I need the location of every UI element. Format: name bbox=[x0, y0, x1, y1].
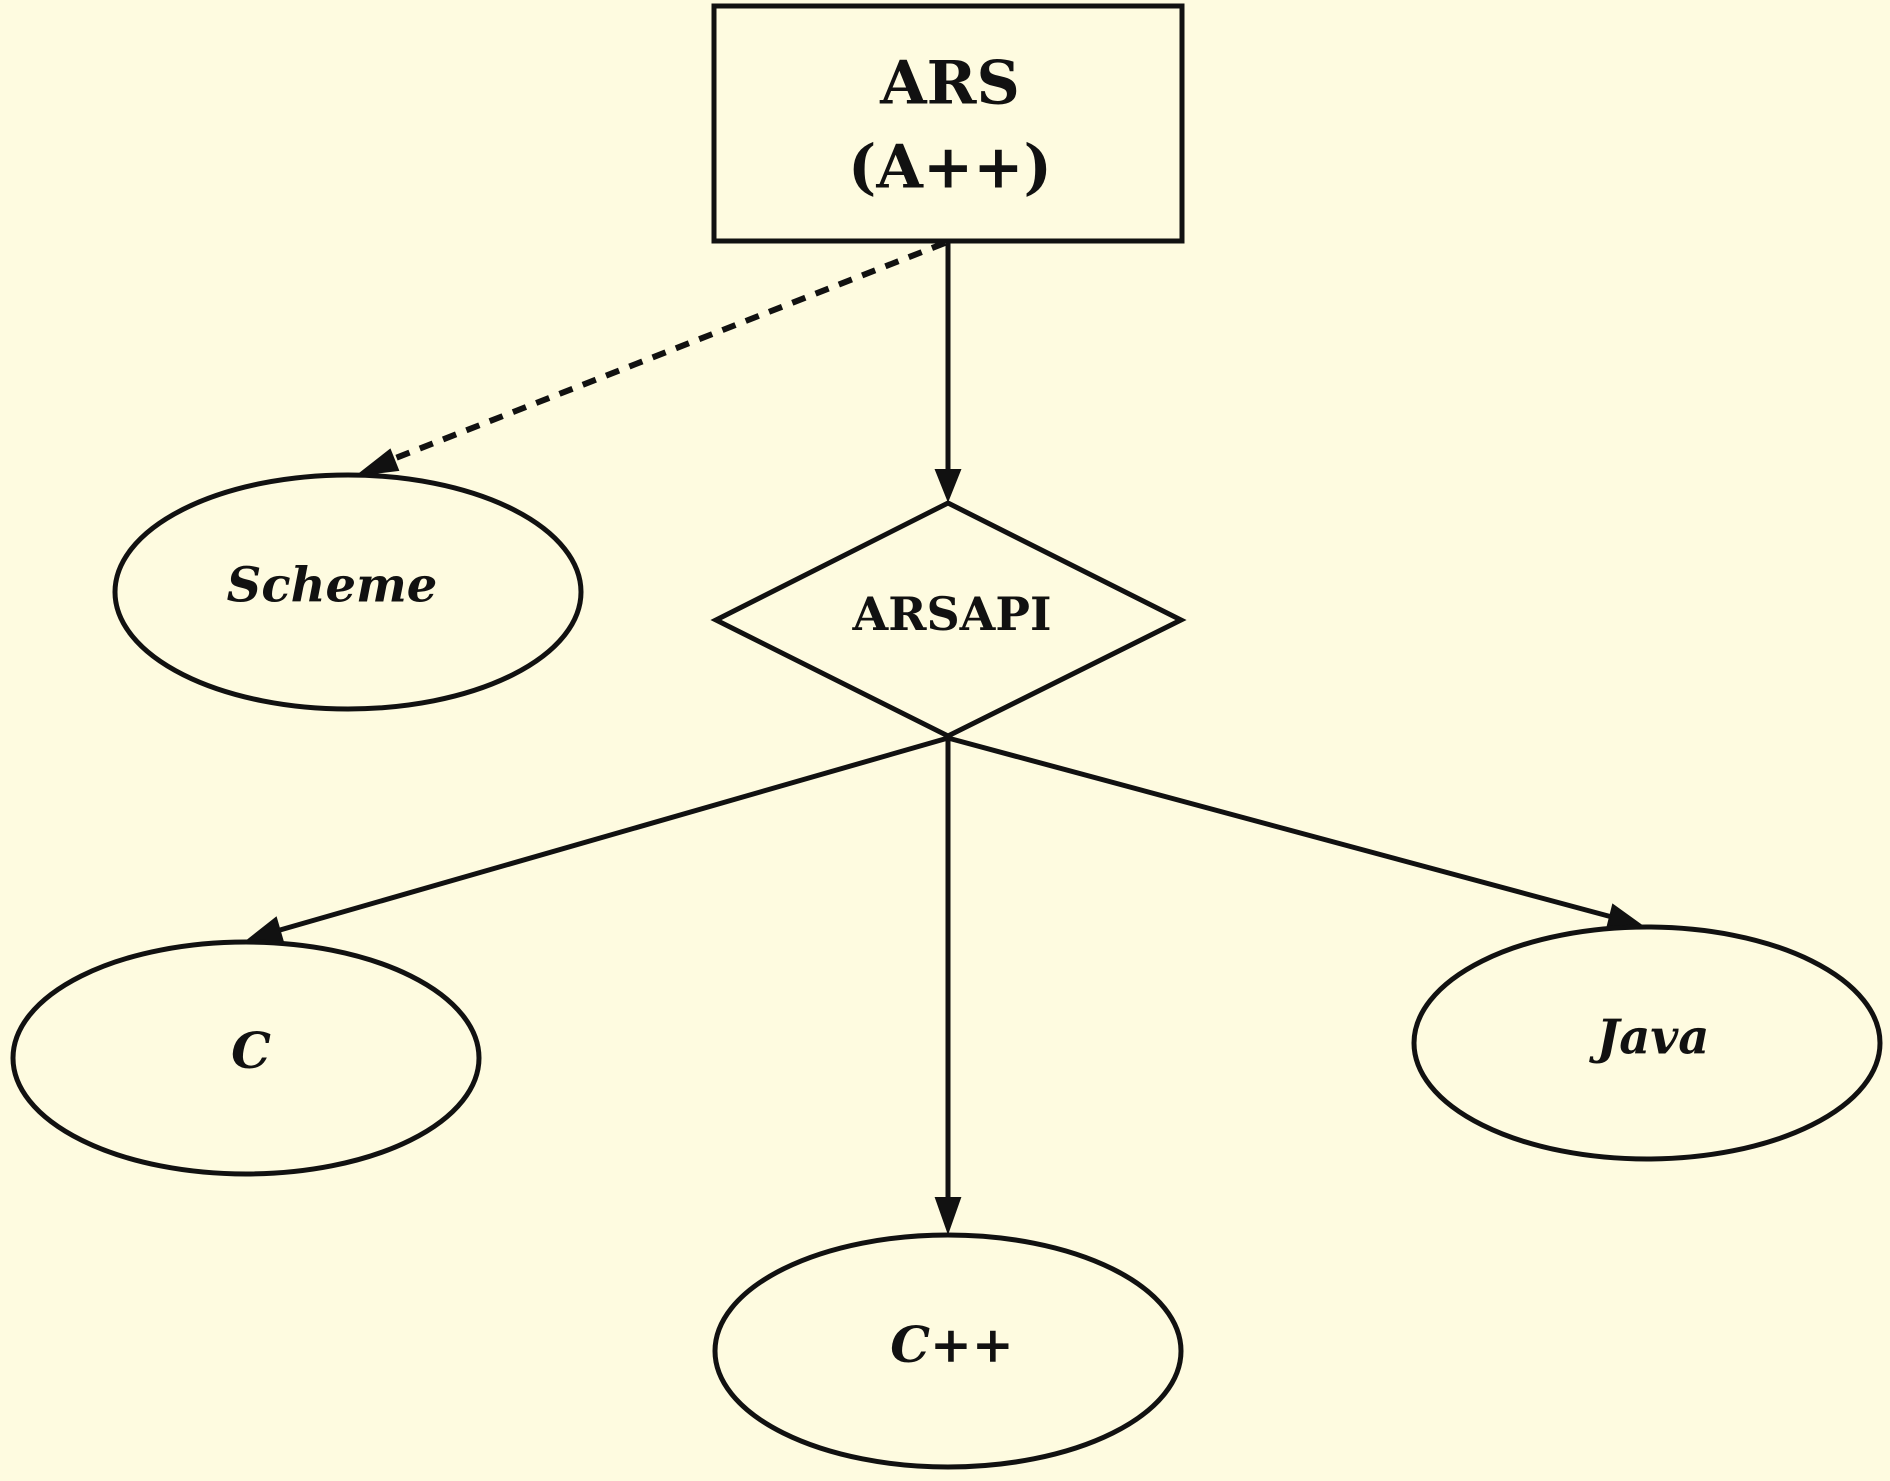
arrowhead bbox=[934, 1197, 962, 1236]
node-c-label: C bbox=[231, 1021, 271, 1080]
node-java-label: Java bbox=[1589, 1010, 1710, 1066]
node-scheme[interactable]: Scheme bbox=[112, 472, 584, 712]
node-c[interactable]: C bbox=[10, 939, 482, 1177]
edges bbox=[245, 240, 1648, 1236]
node-ars-label-line1: ARS bbox=[879, 49, 1020, 119]
node-scheme-label: Scheme bbox=[227, 558, 438, 614]
node-cpp-label: C++ bbox=[890, 1315, 1014, 1374]
edge-arsapi-to-java bbox=[947, 735, 1648, 931]
arrowhead bbox=[354, 448, 400, 477]
edge-arsapi-to-c bbox=[245, 735, 949, 944]
node-arsapi-label: ARSAPI bbox=[852, 587, 1052, 641]
node-cpp[interactable]: C++ bbox=[712, 1232, 1184, 1470]
edge-ars-to-arsapi bbox=[934, 243, 962, 503]
arrowhead bbox=[934, 469, 962, 503]
edge-ars-to-scheme bbox=[354, 240, 947, 477]
edge-arsapi-to-cpp bbox=[934, 738, 962, 1236]
node-ars-label-line2: (A++) bbox=[848, 133, 1052, 203]
node-ars[interactable]: ARS (A++) bbox=[711, 3, 1185, 244]
arrowhead bbox=[245, 916, 285, 944]
node-java[interactable]: Java bbox=[1411, 924, 1883, 1162]
node-arsapi[interactable]: ARSAPI bbox=[710, 500, 1187, 739]
nodes: ARS (A++) ARSAPI Scheme C C++ Java bbox=[10, 3, 1883, 1470]
